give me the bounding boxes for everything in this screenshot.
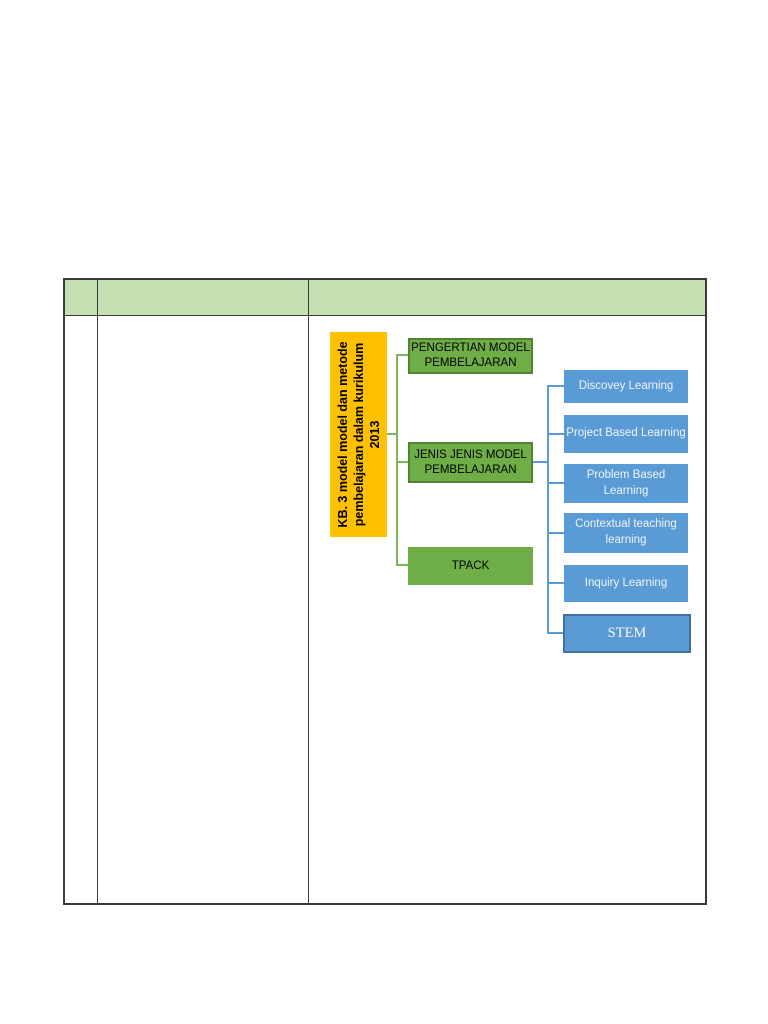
connector-branch-3-stub — [396, 564, 409, 566]
connector-leaf-2-stub — [547, 433, 564, 435]
header-cell-1 — [65, 280, 98, 316]
connector-leaf-1-stub — [547, 385, 564, 387]
branch-label: PENGERTIAN MODEL PEMBELAJARAN — [411, 342, 530, 369]
leaf-node-discovey-learning: Discovey Learning — [564, 370, 688, 403]
branch-label: JENIS JENIS MODEL PEMBELAJARAN — [414, 448, 527, 476]
connector-leaf-6-stub — [547, 632, 564, 634]
connector-branch-1-stub — [396, 354, 409, 356]
leaf-node-stem: STEM — [563, 614, 691, 653]
header-cell-3 — [309, 280, 705, 316]
branch-node-tpack: TPACK — [408, 547, 533, 585]
leaf-label: Discovey Learning — [578, 379, 674, 392]
branch-label: TPACK — [451, 559, 490, 572]
leaf-label: Contextual teaching learning — [575, 518, 677, 546]
branch-node-pengertian-model: PENGERTIAN MODEL PEMBELAJARAN — [408, 338, 533, 374]
connector-green-vertical — [396, 354, 398, 566]
leaf-node-problem-based-learning: Problem Based Learning — [564, 464, 688, 503]
root-node-label: KB. 3 model model dan metode pembelajara… — [330, 332, 387, 537]
connector-leaf-4-stub — [547, 532, 564, 534]
connector-leaf-5-stub — [547, 582, 564, 584]
leaf-label: Problem Based Learning — [586, 468, 666, 497]
connector-branch-2-stub — [396, 461, 409, 463]
connector-jenis-horizontal — [533, 461, 548, 463]
body-cell-1 — [65, 316, 98, 903]
leaf-label: STEM — [607, 624, 647, 641]
root-node-kb3: KB. 3 model model dan metode pembelajara… — [330, 332, 387, 538]
leaf-node-inquiry-learning: Inquiry Learning — [564, 565, 688, 602]
header-cell-2 — [98, 280, 309, 316]
connector-leaf-3-stub — [547, 482, 564, 484]
branch-node-jenis-jenis-model: JENIS JENIS MODEL PEMBELAJARAN — [408, 442, 533, 483]
leaf-label: Inquiry Learning — [584, 576, 668, 589]
body-cell-2 — [98, 316, 309, 903]
connector-root-horizontal — [386, 433, 397, 435]
leaf-label: Project Based Learning — [566, 427, 686, 440]
content-table — [63, 278, 707, 905]
leaf-node-contextual-teaching-learning: Contextual teaching learning — [564, 513, 688, 553]
connector-blue-vertical — [547, 385, 549, 634]
leaf-node-project-based-learning: Project Based Learning — [564, 415, 688, 453]
